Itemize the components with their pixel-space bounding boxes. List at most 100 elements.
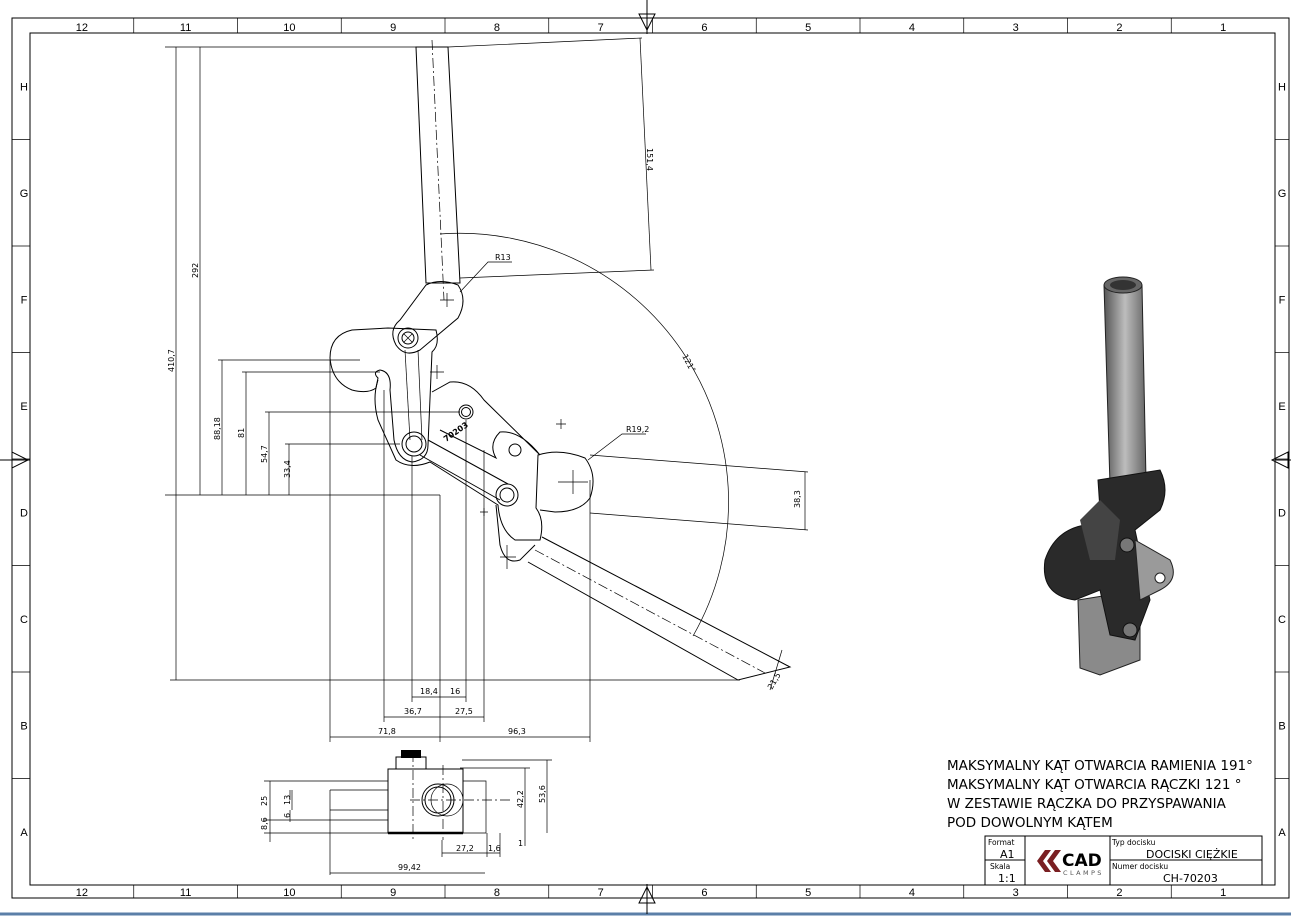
logo-main-text: CAD [1062,851,1102,871]
ruler-row-label: H [1278,81,1286,93]
ruler-column-label: 4 [909,22,915,34]
ruler-row-label: E [1278,401,1285,413]
dim-27-2: 27,2 [456,844,474,853]
ruler-column-label: 6 [701,887,707,899]
ruler-row-label: G [20,188,29,200]
type-value: DOCISKI CIĘŻKIE [1146,848,1238,861]
ruler-column-label: 9 [390,22,396,34]
isometric-render [1043,276,1174,676]
format-value: A1 [1000,848,1015,861]
ruler-row-label: B [20,720,27,732]
dim-r19-2: R19,2 [626,425,649,434]
handle-tube [415,46,461,284]
tube-cap [401,750,421,758]
dim-151-4: 151,4 [645,148,654,171]
ruler-column-label: 8 [494,22,500,34]
dim-53-6: 53,6 [538,785,547,803]
ruler-row-label: A [1278,827,1286,839]
ruler-column-label: 4 [909,887,915,899]
ruler-column-label: 7 [598,887,604,899]
ruler-row-label: D [20,507,28,519]
ruler-column-label: 6 [701,22,707,34]
ruler-column-label: 1 [1220,22,1226,34]
dim-33-4: 33,4 [283,460,292,478]
ruler-column-label: 9 [390,887,396,899]
clamp-body [374,379,594,541]
dim-88-18: 88,18 [213,417,222,440]
left-center-arrow-icon [0,451,30,469]
dim-96-3: 96,3 [508,727,526,736]
ruler-row-label: F [1279,294,1286,306]
ruler-row-label: G [1278,188,1287,200]
dim-angle-121: 121° [680,353,697,374]
dim-18-4: 18,4 [420,687,438,696]
ruler-column-label: 11 [180,887,191,899]
number-value: CH-70203 [1163,872,1218,885]
ruler-column-label: 8 [494,887,500,899]
dim-r13: R13 [495,253,511,262]
type-label: Typ docisku [1111,838,1156,847]
bottom-center-arrow-icon [638,884,656,914]
dim-8-6: 8,6 [260,817,269,830]
dim-38-3: 38,3 [793,490,802,508]
dim-81: 81 [237,428,246,438]
ruler-column-label: 3 [1013,22,1019,34]
scale-value: 1:1 [998,872,1016,885]
dim-1-6: 1,6 [488,844,501,853]
ruler-row-label: D [1278,507,1286,519]
ruler-column-label: 2 [1116,887,1122,899]
ruler-column-label: 2 [1116,22,1122,34]
dim-36-7: 36,7 [404,707,422,716]
dim-54-7: 54,7 [260,445,269,463]
ruler-column-label: 12 [76,22,88,34]
ruler-column-label: 10 [283,22,295,34]
clamp-arm [329,327,438,463]
top-center-arrow-icon [638,0,656,34]
dim-71-8: 71,8 [378,727,396,736]
ruler-column-label: 3 [1013,887,1019,899]
lower-handle-tube [527,536,792,681]
cad-clamps-logo: CAD CLAMPS [1037,850,1104,877]
ruler-column-label: 11 [180,22,191,34]
ruler-row-label: C [1278,614,1286,626]
angle-arc [439,233,729,637]
dim-25: 25 [260,796,269,806]
ruler-column-label: 10 [283,887,295,899]
front-view: 151,4 121° R13 70203 R19,2 38,3 [165,37,809,742]
ruler-column-label: 1 [1220,887,1226,899]
dim-292: 292 [191,263,200,278]
upper-link [392,281,464,354]
note-line: MAKSYMALNY KĄT OTWARCIA RĄCZKI 121 ° [947,777,1242,793]
drawing-notes: MAKSYMALNY KĄT OTWARCIA RAMIENIA 191° MA… [947,757,1253,833]
ruler-column-label: 7 [598,22,604,34]
ruler-column-label: 5 [805,22,811,34]
dim-410-7: 410,7 [167,349,176,372]
ruler-row-label: B [1278,720,1285,732]
dim-1: 1 [518,839,523,848]
note-line: POD DOWOLNYM KĄTEM [947,815,1113,831]
plan-view: 25 13 6 8,6 42,2 1 53,6 27,2 1,6 99,42 [260,750,552,875]
number-label: Numer docisku [1112,862,1168,871]
note-line: MAKSYMALNY KĄT OTWARCIA RAMIENIA 191° [947,758,1253,774]
dim-21-5: 21,5 [766,671,783,691]
dim-16: 16 [450,687,460,696]
dim-99-42: 99,42 [398,863,421,872]
ruler-column-label: 5 [805,887,811,899]
ruler-row-label: C [20,614,28,626]
dim-13: 13 [283,795,292,805]
dim-27-5: 27,5 [455,707,473,716]
right-center-arrow-icon [1270,451,1291,469]
scale-label: Skala [990,862,1010,871]
dim-6: 6 [283,813,292,818]
logo-sub-text: CLAMPS [1063,869,1104,877]
ruler-row-label: A [20,827,28,839]
format-label: Format [988,838,1014,847]
note-line: W ZESTAWIE RĄCZKA DO PRZYSPAWANIA [947,796,1226,812]
ruler-column-label: 12 [76,887,88,899]
title-block: Format A1 Skala 1:1 CAD CLAMPS Typ docis… [984,835,1263,886]
ruler-row-label: F [21,294,28,306]
ruler-row-label: H [20,81,28,93]
